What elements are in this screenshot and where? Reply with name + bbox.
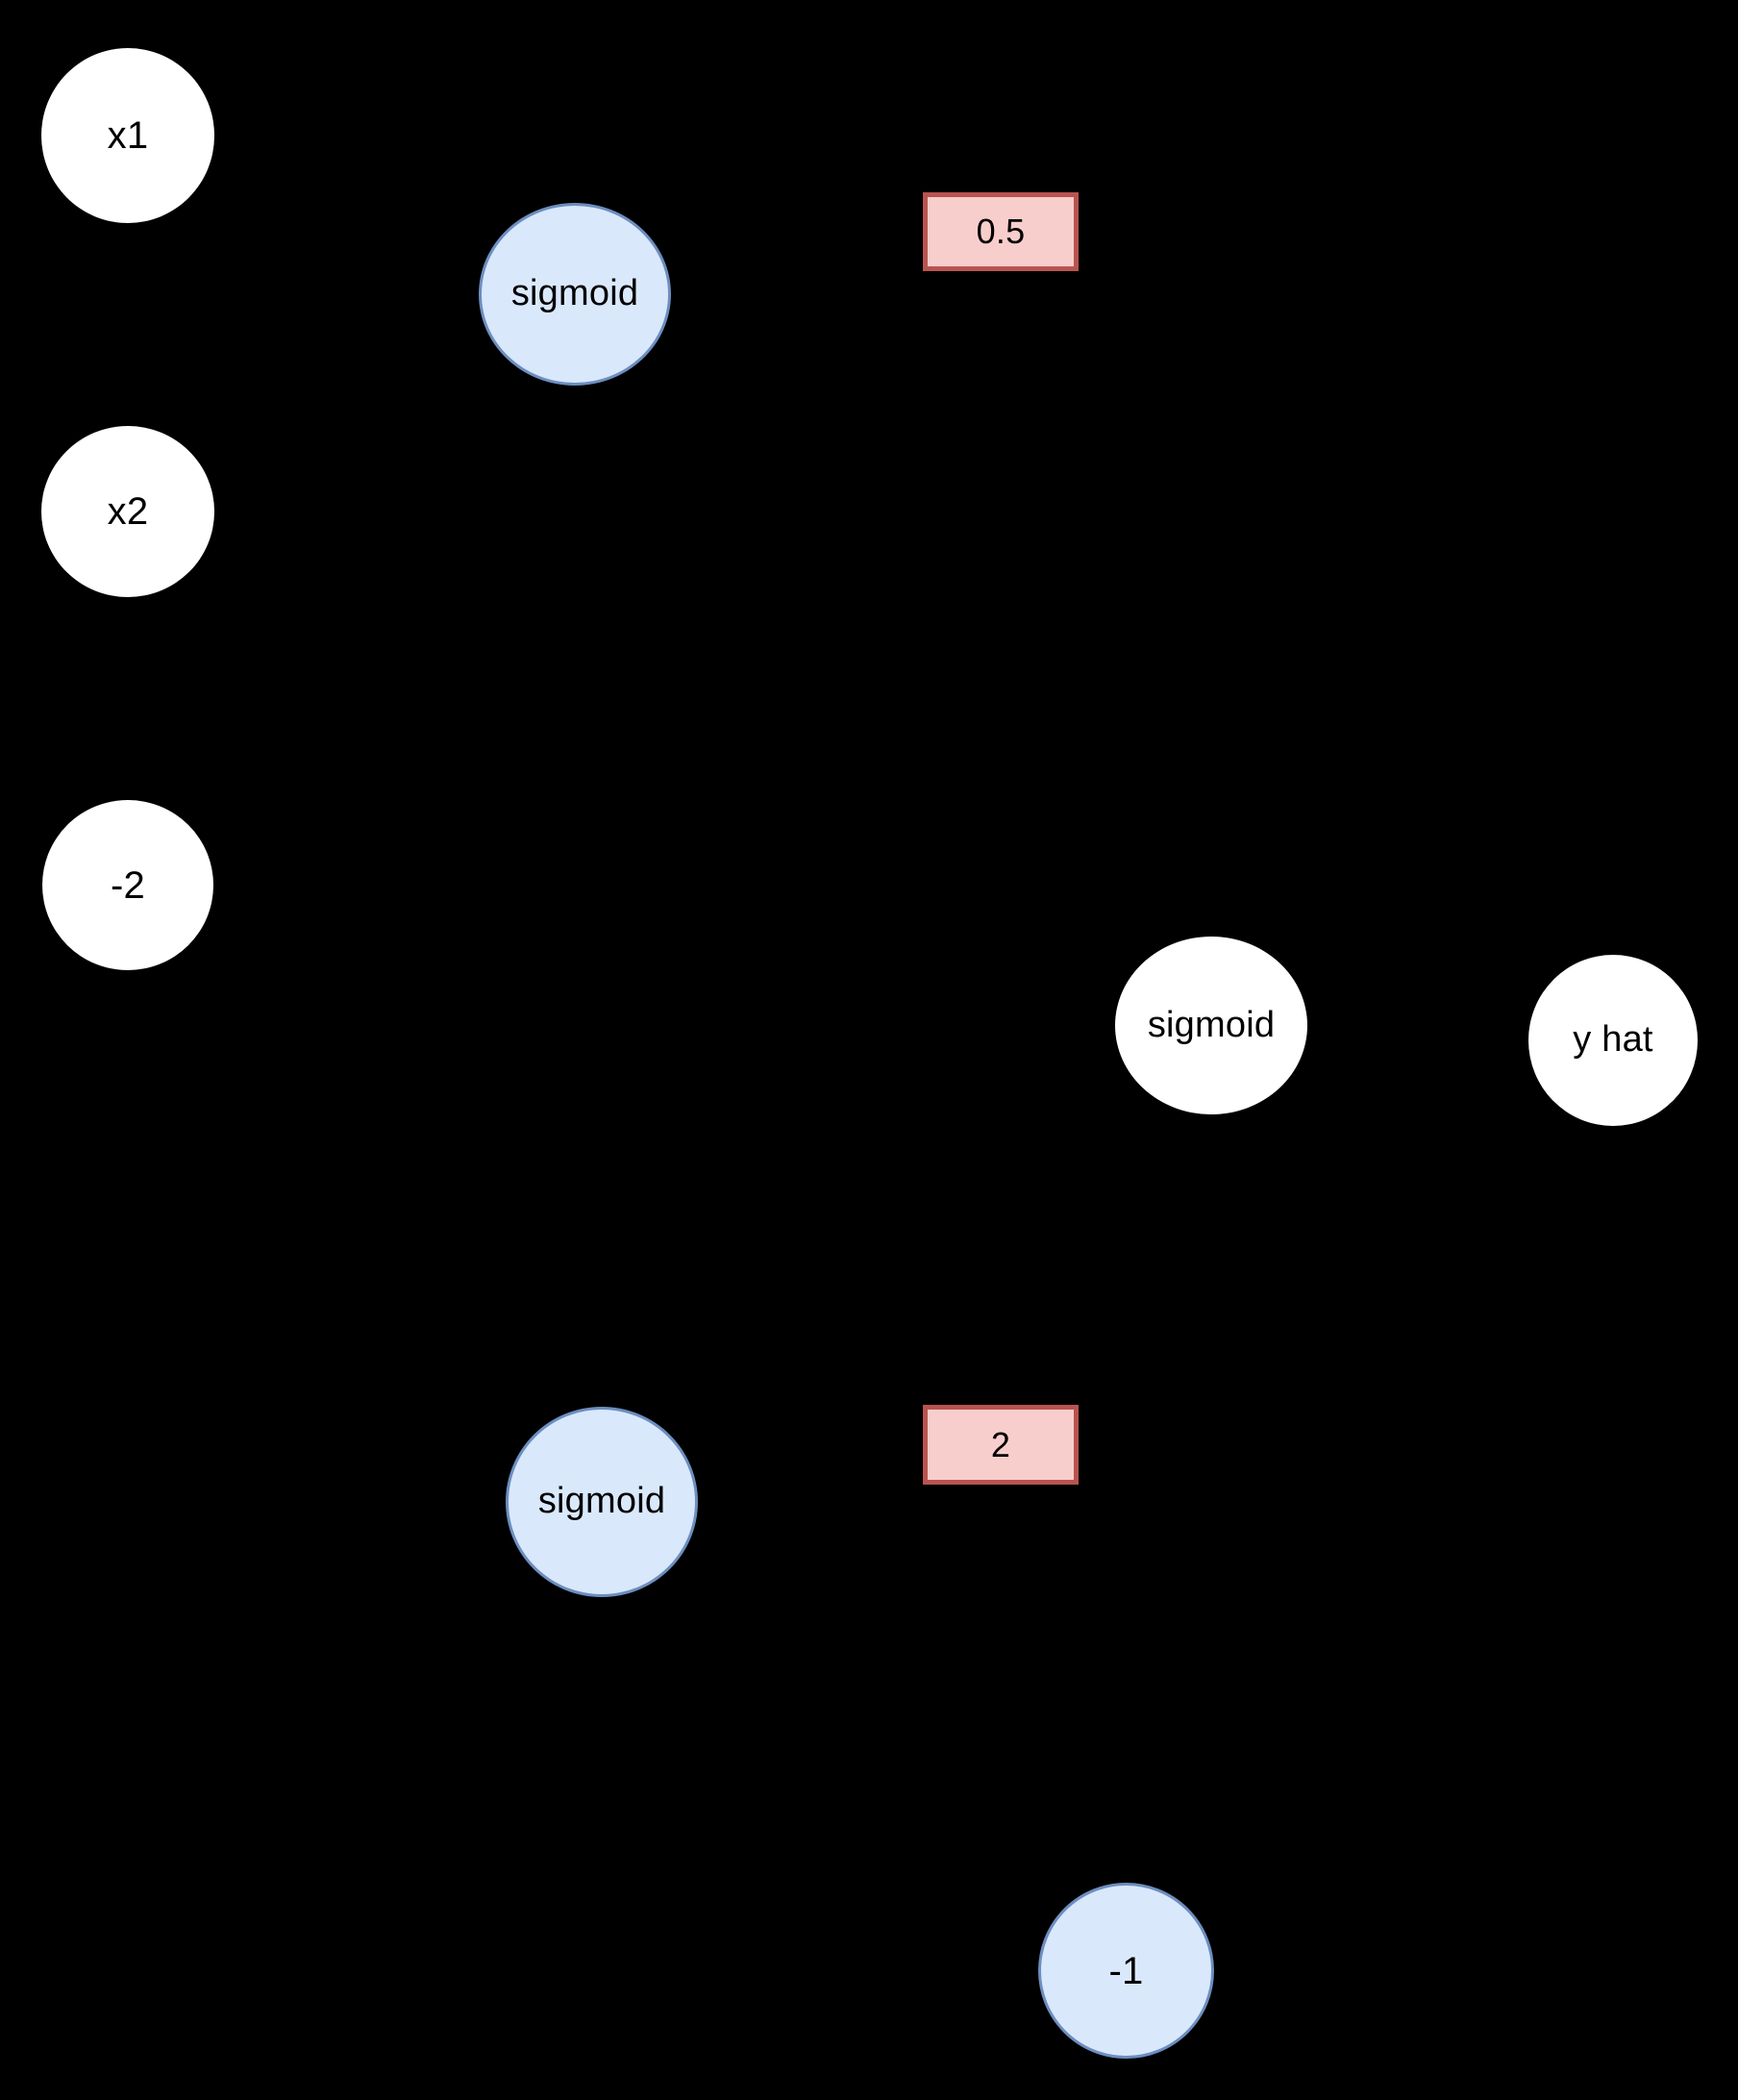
node-weight-2-label: 2: [990, 1424, 1011, 1464]
node-bias-negative-1-label: -1: [1108, 1949, 1144, 1992]
node-y-hat[interactable]: y hat: [1528, 955, 1698, 1126]
node-x2-label: x2: [107, 490, 149, 533]
node-sigmoid-bottom-label: sigmoid: [537, 1481, 666, 1522]
node-x1[interactable]: x1: [41, 48, 214, 223]
node-y-hat-label: y hat: [1573, 1019, 1653, 1061]
node-weight-2[interactable]: 2: [923, 1405, 1079, 1485]
node-x2[interactable]: x2: [41, 426, 214, 597]
node-weight-0-5-label: 0.5: [976, 212, 1026, 252]
node-x1-label: x1: [107, 114, 149, 157]
node-sigmoid-bottom[interactable]: sigmoid: [506, 1407, 698, 1597]
node-sigmoid-output[interactable]: sigmoid: [1115, 937, 1307, 1114]
node-sigmoid-output-label: sigmoid: [1147, 1004, 1276, 1045]
node-sigmoid-top[interactable]: sigmoid: [479, 203, 671, 386]
node-bias-negative-2[interactable]: -2: [42, 800, 213, 970]
node-sigmoid-top-label: sigmoid: [510, 273, 639, 314]
node-weight-0-5[interactable]: 0.5: [923, 192, 1079, 271]
node-bias-negative-2-label: -2: [111, 863, 145, 907]
node-bias-negative-1[interactable]: -1: [1038, 1883, 1214, 2059]
